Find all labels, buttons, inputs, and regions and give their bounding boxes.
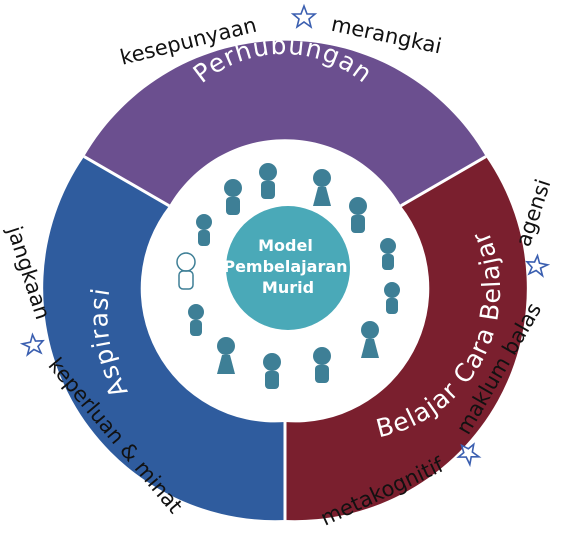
segment-perhubungan [84,40,486,206]
outer-ring [43,40,527,521]
center-line-1: Model [258,236,313,255]
children-ring [176,163,400,389]
center-line-2: Pembelajaran [223,257,347,276]
child-figure-icon [263,353,281,389]
child-figure-icon [313,169,331,206]
star-icon [19,332,45,357]
child-figure-icon [349,197,367,233]
child-figure-icon [380,238,396,270]
segment-belajar-cara-belajar [285,156,527,521]
center-circle [226,206,350,330]
child-figure-icon [259,163,277,199]
child-figure-icon [196,214,212,246]
child-figure-icon [217,337,235,374]
center-line-3: Murid [262,278,314,297]
star-icon [525,253,551,278]
center-text: Model Pembelajaran Murid [223,236,352,297]
child-figure-icon [313,347,331,383]
child-figure-icon [188,304,204,336]
child-figure-icon [176,252,196,290]
child-figure-icon [224,179,242,215]
star-icon [456,442,482,468]
child-figure-icon [384,282,400,314]
star-icon [290,3,318,29]
segment-aspirasi [43,156,286,521]
child-figure-icon [361,321,379,358]
outer-label-right-top: agensi [511,176,555,249]
